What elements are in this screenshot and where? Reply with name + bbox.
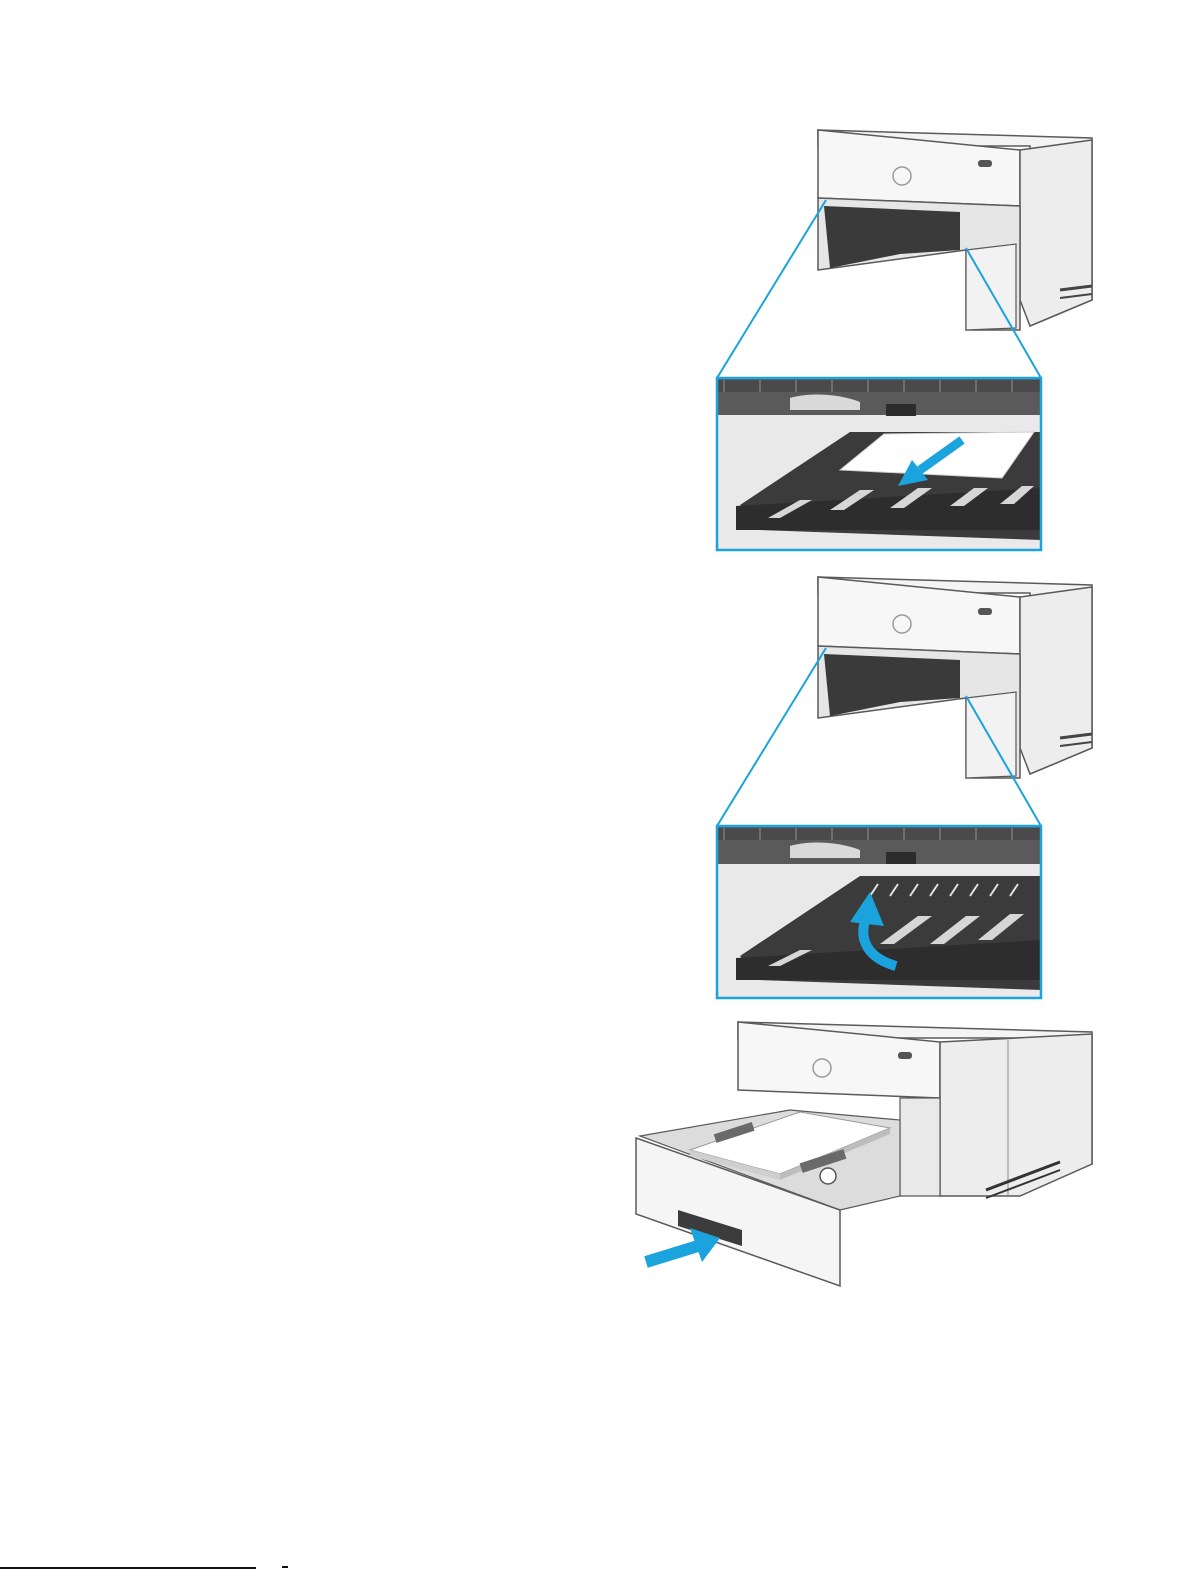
callout-jammed-paper xyxy=(717,378,1041,550)
figure-lift-duplex-plate xyxy=(717,577,1092,998)
paper-tray xyxy=(636,1110,900,1286)
callout-duplex-plate xyxy=(717,826,1041,998)
footer-tick xyxy=(282,1566,288,1568)
figure-reinsert-tray xyxy=(636,1022,1092,1286)
figure-remove-jammed-paper xyxy=(717,130,1092,550)
footer-rule xyxy=(0,1567,256,1569)
printer-illustration xyxy=(818,577,1092,778)
printer-illustration xyxy=(818,130,1092,330)
